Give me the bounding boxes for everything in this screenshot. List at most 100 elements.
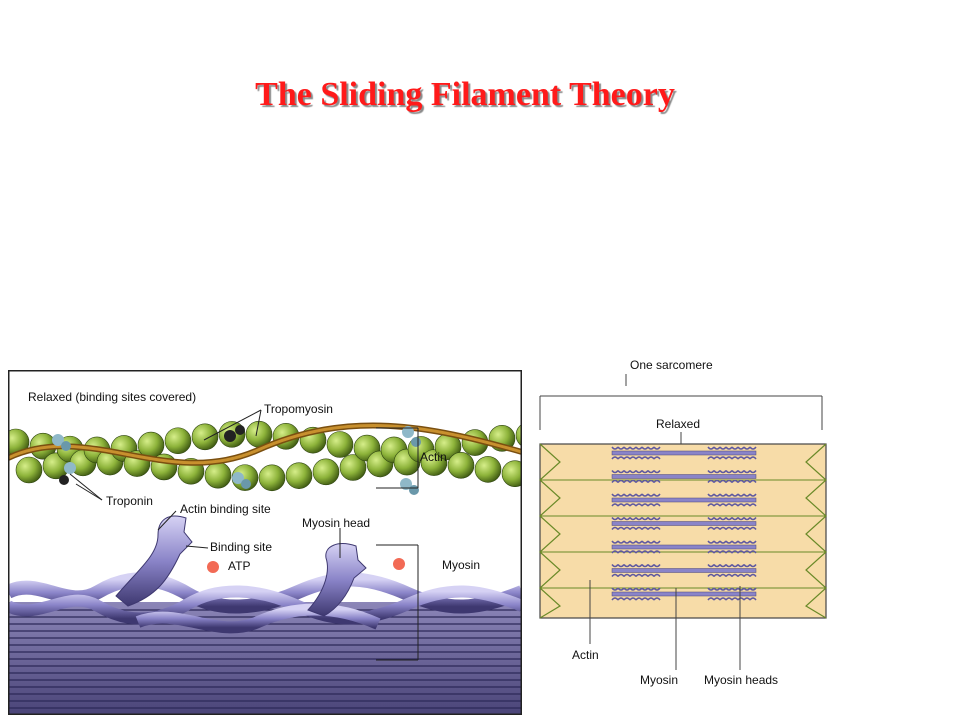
myosin-head-mark bbox=[611, 540, 619, 554]
myosin-head-mark bbox=[749, 446, 757, 460]
myosin-head-mark bbox=[713, 517, 721, 530]
myosin-head-mark bbox=[629, 517, 637, 530]
myosin-head-mark bbox=[731, 564, 739, 577]
atp-molecule-right bbox=[393, 558, 405, 570]
myosin-head-mark bbox=[647, 587, 655, 601]
myosin-head-mark bbox=[731, 470, 739, 483]
myosin-head-mark bbox=[707, 517, 715, 530]
myosin-head-mark bbox=[743, 517, 751, 530]
myosin-head-mark bbox=[611, 493, 619, 507]
myosin-head-mark bbox=[719, 564, 727, 577]
myosin-head-mark bbox=[725, 470, 733, 483]
actin-bead bbox=[258, 464, 286, 492]
myosin-head-mark bbox=[707, 446, 715, 460]
myosin-head-mark bbox=[725, 564, 733, 577]
myosin-head-mark bbox=[635, 564, 643, 577]
myosin-head-mark bbox=[725, 446, 733, 460]
myosin-head-mark bbox=[713, 493, 721, 507]
myosin-head-mark bbox=[617, 470, 625, 483]
troponin-label: Troponin bbox=[106, 494, 153, 508]
sarcomere-actin-label: Actin bbox=[572, 648, 599, 662]
myosin-head-mark bbox=[617, 446, 625, 460]
myosin-head-mark bbox=[635, 517, 643, 530]
myosin-head-mark bbox=[641, 587, 649, 601]
myosin-head-mark bbox=[749, 517, 757, 530]
myosin-head-mark bbox=[611, 517, 619, 530]
actin-binding-site-label: Actin binding site bbox=[180, 502, 271, 516]
myosin-head-mark bbox=[641, 470, 649, 483]
myosin-head-mark bbox=[629, 564, 637, 577]
sarcomere-filament-rows bbox=[540, 446, 826, 601]
myosin-head-mark bbox=[623, 564, 631, 577]
actin-bead bbox=[285, 462, 313, 489]
actin-bead bbox=[191, 423, 219, 451]
myosin-head-mark bbox=[629, 493, 637, 507]
myosin-head-mark bbox=[641, 540, 649, 554]
binding-site-label: Binding site bbox=[210, 540, 273, 554]
myosin-head-mark bbox=[725, 493, 733, 507]
myosin-head-mark bbox=[749, 587, 757, 601]
myosin-head-mark bbox=[653, 446, 661, 460]
sarcomere-myosin-label: Myosin bbox=[640, 673, 679, 687]
actin-label: Actin bbox=[420, 450, 447, 464]
myosin-head-mark bbox=[737, 446, 745, 460]
myosin-head-mark bbox=[749, 564, 757, 577]
sarcomere-diagram: One sarcomere Relaxed Actin Myosin Myosi… bbox=[530, 352, 830, 697]
myosin-head-mark bbox=[743, 587, 751, 601]
myosin-head-mark bbox=[653, 587, 661, 601]
myosin-head-mark bbox=[611, 470, 619, 483]
myosin-thick-filament bbox=[611, 450, 757, 456]
myosin-head-mark bbox=[641, 493, 649, 507]
myosin-head-mark bbox=[623, 470, 631, 483]
myosin-head-mark bbox=[713, 540, 721, 554]
sarcomere-body bbox=[539, 443, 827, 619]
actin-bead bbox=[15, 456, 43, 484]
myosin-head-mark bbox=[707, 587, 715, 601]
myosin-head-mark bbox=[743, 564, 751, 577]
myosin-head-mark bbox=[617, 517, 625, 530]
myosin-head-mark bbox=[737, 564, 745, 577]
myosin-head-mark bbox=[713, 446, 721, 460]
myosin-thick-filament bbox=[611, 521, 757, 526]
actin-bead bbox=[474, 456, 502, 483]
myosin-heads-label: Myosin heads bbox=[704, 673, 779, 687]
myosin-head-mark bbox=[743, 446, 751, 460]
myosin-head-mark bbox=[731, 587, 739, 601]
myosin-head-mark bbox=[713, 470, 721, 483]
myosin-head-mark bbox=[647, 470, 655, 483]
myosin-head-mark bbox=[647, 540, 655, 554]
myosin-head-mark bbox=[617, 564, 625, 577]
actin-bead bbox=[164, 427, 192, 455]
actin-bead bbox=[204, 461, 232, 489]
myosin-head-right bbox=[307, 543, 367, 617]
myosin-head-mark bbox=[749, 540, 757, 554]
myosin-head-mark bbox=[617, 540, 625, 554]
atp-molecule-left bbox=[207, 561, 219, 573]
myosin-head-mark bbox=[629, 587, 637, 601]
relaxed-label: Relaxed bbox=[656, 417, 701, 431]
myosin-head-mark bbox=[725, 587, 733, 601]
z-discs bbox=[539, 443, 827, 619]
myosin-label: Myosin bbox=[442, 558, 481, 572]
actin-bead bbox=[447, 452, 475, 479]
myosin-head-mark bbox=[629, 470, 637, 483]
myosin-head-mark bbox=[635, 493, 643, 507]
myosin-head-mark bbox=[713, 587, 721, 601]
myosin-head-mark bbox=[719, 446, 727, 460]
molecular-diagram: Relaxed (binding sites covered) Tropomyo… bbox=[8, 370, 522, 715]
myosin-head-mark bbox=[737, 470, 745, 483]
relaxed-binding-sites-label: Relaxed (binding sites covered) bbox=[28, 390, 197, 404]
leader-lines bbox=[69, 409, 419, 661]
myosin-head-mark bbox=[731, 517, 739, 530]
actin-bead bbox=[326, 431, 354, 458]
myosin-thick-filament bbox=[611, 474, 757, 479]
myosin-head-mark bbox=[617, 493, 625, 507]
tropomyosin-label: Tropomyosin bbox=[264, 402, 333, 416]
actin-bead bbox=[231, 464, 259, 491]
myosin-head-mark bbox=[623, 540, 631, 554]
myosin-thick-filament bbox=[611, 568, 757, 573]
myosin-head-mark bbox=[725, 540, 733, 554]
myosin-head-mark bbox=[743, 493, 751, 507]
myosin-head-label: Myosin head bbox=[302, 516, 371, 530]
sarcomere-diagram-graphic bbox=[539, 374, 827, 670]
